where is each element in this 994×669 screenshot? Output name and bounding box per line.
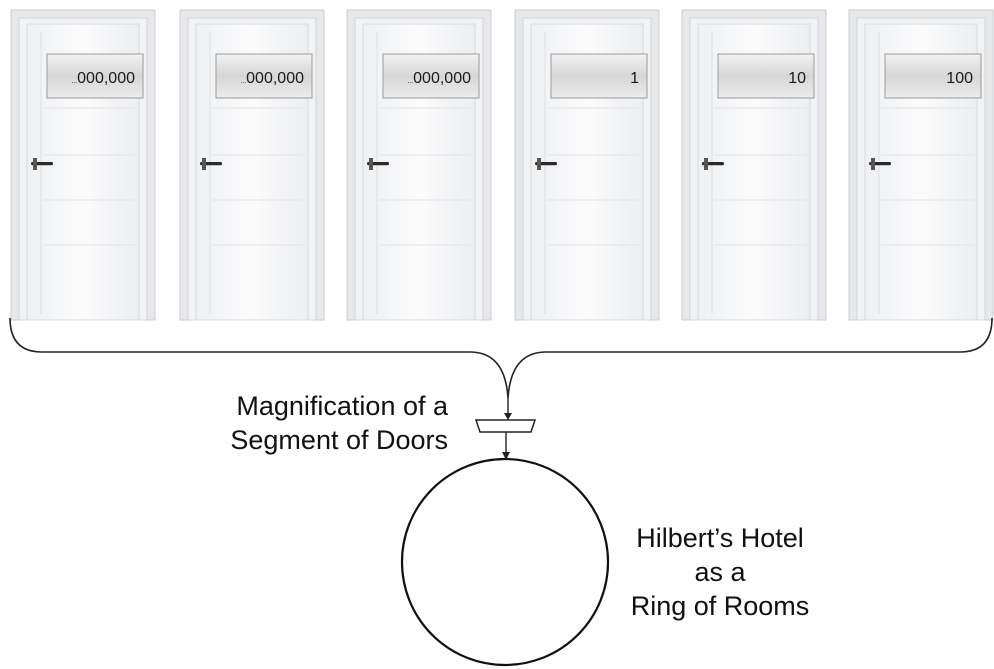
door-handle-plate xyxy=(369,158,373,170)
door-handle-plate xyxy=(537,158,541,170)
door-number-main: 000,000 xyxy=(77,70,135,87)
door-handle-plate xyxy=(33,158,37,170)
magnification-caption: Magnification of a Segment of Doors xyxy=(150,389,448,457)
door-number: 1 xyxy=(630,70,639,87)
hotel-caption: Hilbert’s Hotel as a Ring of Rooms xyxy=(604,521,836,623)
magnification-caption-line1: Magnification of a xyxy=(150,389,448,423)
door: 10 xyxy=(682,10,826,320)
segment-brace xyxy=(10,318,992,398)
door-handle-plate xyxy=(202,158,206,170)
door-number-main: 000,000 xyxy=(413,70,471,87)
magnified-segment xyxy=(476,420,535,432)
door: 100 xyxy=(849,10,993,320)
door-handle-plate xyxy=(704,158,708,170)
door: ...000,000 xyxy=(347,10,491,320)
door-row: ...000,000 ...000,000 ...000,000 1 10 100 xyxy=(11,10,993,320)
door-number: 10 xyxy=(788,70,806,87)
magnification-caption-line2: Segment of Doors xyxy=(150,423,448,457)
door-number: ...000,000 xyxy=(240,70,304,87)
brace-arrow-head xyxy=(504,413,512,420)
door-number-main: 100 xyxy=(946,70,973,87)
hotel-caption-line2: as a xyxy=(604,555,836,589)
door-number: ...000,000 xyxy=(71,70,135,87)
hotel-caption-line3: Ring of Rooms xyxy=(604,589,836,623)
door-number: ...000,000 xyxy=(407,70,471,87)
ring-of-rooms xyxy=(402,459,608,665)
door-number-main: 1 xyxy=(630,70,639,87)
door-handle-plate xyxy=(871,158,875,170)
door-number-main: 10 xyxy=(788,70,806,87)
door-number: 100 xyxy=(946,70,973,87)
hotel-caption-line1: Hilbert’s Hotel xyxy=(604,521,836,555)
door: 1 xyxy=(515,10,659,320)
door-number-main: 000,000 xyxy=(246,70,304,87)
door: ...000,000 xyxy=(11,10,155,320)
door: ...000,000 xyxy=(180,10,324,320)
